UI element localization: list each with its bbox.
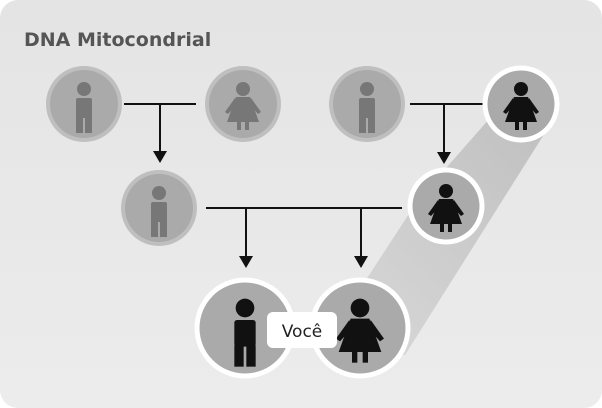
female-dress: [430, 199, 462, 224]
male-leg-left: [76, 117, 83, 133]
female-person-icon: [336, 298, 384, 363]
female-head: [514, 82, 528, 96]
female-person-icon: [225, 82, 261, 130]
arrowhead-father: [153, 151, 167, 163]
female-arm-left: [336, 320, 352, 342]
female-dress: [227, 97, 259, 122]
female-arm-left: [503, 98, 515, 114]
male-leg-right: [246, 345, 256, 367]
female-person-icon: [503, 82, 539, 130]
diagram-title: DNA Mitocondrial: [24, 29, 211, 51]
female-person-icon: [428, 184, 464, 232]
male-person-icon: [151, 186, 167, 237]
female-dress: [505, 97, 537, 122]
female-leg-left: [440, 223, 444, 232]
male-person-icon: [359, 82, 375, 133]
female-arm-right: [452, 200, 464, 216]
arrowhead-daughter: [354, 256, 368, 268]
person-grandparent-male-1: [46, 66, 122, 142]
male-leg-left: [234, 345, 244, 367]
female-head: [350, 298, 370, 318]
arrowhead-mother: [437, 152, 451, 164]
male-leg-left: [359, 117, 366, 133]
person-father: [121, 170, 197, 246]
you-label: Você: [267, 312, 337, 348]
male-head: [77, 82, 91, 96]
male-person-icon: [234, 298, 256, 367]
female-leg-right: [245, 121, 249, 130]
male-head: [152, 186, 166, 200]
male-leg-right: [160, 221, 167, 237]
female-leg-left: [352, 350, 358, 363]
female-arm-right: [249, 98, 261, 114]
female-arm-right: [527, 98, 539, 114]
female-head: [236, 82, 250, 96]
female-head: [439, 184, 453, 198]
person-grandparent-female-1: [205, 66, 281, 142]
you-label-text: Você: [282, 322, 323, 342]
male-person-icon: [76, 82, 92, 133]
female-leg-right: [362, 350, 368, 363]
male-head: [360, 82, 374, 96]
you-label-box: [267, 312, 337, 348]
male-leg-left: [151, 221, 158, 237]
male-torso: [151, 202, 167, 222]
female-leg-left: [515, 121, 519, 130]
male-leg-right: [368, 117, 375, 133]
person-grandparent-male-2: [329, 66, 405, 142]
female-arm-left: [428, 200, 440, 216]
male-leg-right: [85, 117, 92, 133]
person-you-female: [309, 277, 411, 379]
person-mother: [407, 167, 485, 245]
female-arm-left: [225, 98, 237, 114]
person-you-male: [194, 277, 296, 379]
female-leg-right: [523, 121, 527, 130]
person-grandparent-female-2: [482, 65, 560, 143]
people-nodes: [46, 65, 560, 379]
female-leg-right: [448, 223, 452, 232]
connectors: [124, 103, 483, 258]
arrowheads: [153, 151, 451, 268]
male-torso: [234, 320, 256, 347]
arrowhead-son: [239, 256, 253, 268]
female-leg-left: [237, 121, 241, 130]
female-dress: [338, 318, 382, 352]
male-torso: [76, 98, 92, 118]
female-arm-right: [368, 320, 384, 342]
male-head: [235, 298, 255, 318]
male-torso: [359, 98, 375, 118]
